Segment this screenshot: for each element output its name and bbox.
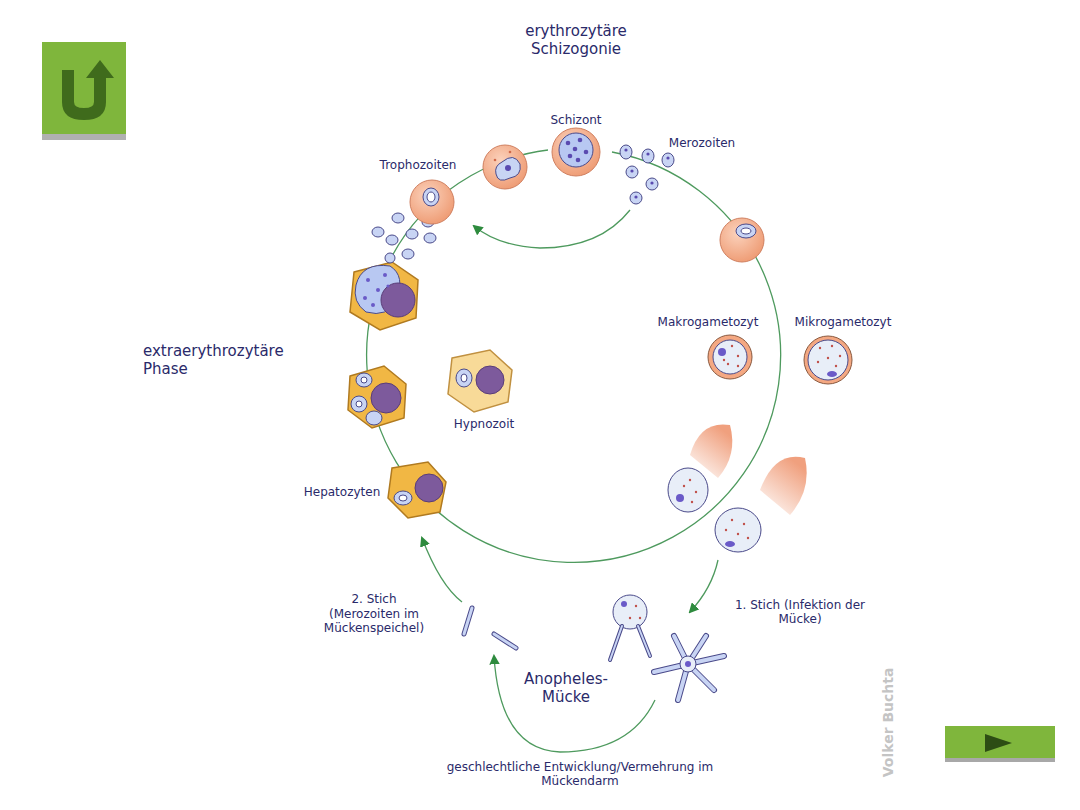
trophozoite-rbc [483,145,527,189]
trophozoite-rbc [410,180,454,224]
back-button [42,42,126,140]
stage-label: Hepatozyten [292,485,392,499]
gametes [668,424,807,552]
cycle-arrow [690,560,718,612]
watermark: Volker Buchta [880,652,897,792]
next-button [945,726,1055,762]
cycle-arrow [422,538,462,602]
stage-label: Makrogametozyt [648,315,768,329]
mosquito-stages [610,595,724,700]
liver-schizont [350,262,418,330]
cycle-arrow [494,656,655,752]
stage-label: Schizont [531,113,621,127]
ring-rbc [720,218,764,262]
hypnozoite-cell [448,350,512,412]
stage-label: Trophozoiten [363,158,473,172]
macrogametocyte [708,335,752,379]
vector-label: Anopheles-Mücke [521,670,611,706]
infected-hepatocyte [348,366,406,428]
stage-label: Merozoiten [652,136,752,150]
phase-label: extraerythrozytäre Phase [143,342,313,378]
cycle-arrow [474,210,630,248]
microgametocyte [804,336,852,384]
sporozoites [464,608,516,648]
phase-label: erythrozytäre Schizogonie [511,22,641,58]
schizont-rbc [552,128,600,176]
cycle-line [367,150,781,562]
merozoites [620,145,674,204]
stage-label: Mikrogametozyt [783,315,903,329]
stage-label: Hypnozoit [434,417,534,431]
bite-note: 1. Stich (Infektion der Mücke) [730,598,870,627]
bite-note: 2. Stich (Merozoiten im Mückenspeichel) [318,592,430,635]
mosquito-note: geschlechtliche Entwicklung/Vermehrung i… [443,760,718,789]
hepatocyte [388,462,446,518]
